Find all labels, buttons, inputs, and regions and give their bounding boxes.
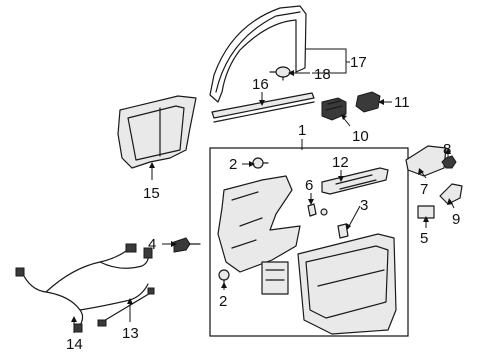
callout-18: 18	[314, 66, 331, 83]
callout-2-upper: 2	[229, 156, 237, 173]
callout-7: 7	[420, 181, 428, 198]
mirror-switch	[355, 91, 381, 113]
callout-5: 5	[420, 230, 428, 247]
push-pin-upper	[252, 157, 269, 169]
bolt	[441, 155, 457, 169]
belt-molding	[211, 92, 315, 123]
door-cable	[97, 287, 155, 327]
callout-15: 15	[143, 185, 160, 202]
callout-13: 13	[122, 325, 139, 342]
callout-1: 1	[298, 122, 306, 139]
switch-bezel	[321, 167, 389, 195]
pull-handle	[405, 145, 447, 177]
callout-17: 17	[350, 54, 367, 71]
callout-10: 10	[352, 128, 369, 145]
frame-clip	[269, 66, 291, 81]
door-inner-carrier	[217, 175, 301, 273]
callout-12: 12	[332, 154, 349, 171]
callout-2-lower: 2	[219, 293, 227, 310]
push-pin-lower	[218, 269, 230, 286]
callout-16: 16	[252, 76, 269, 93]
callout-3: 3	[360, 197, 368, 214]
arrowheads	[71, 70, 453, 322]
water-deflector	[117, 95, 197, 169]
trim-clip	[337, 223, 349, 239]
door-trim-assembly-frame	[209, 147, 409, 337]
retainer-clip	[307, 203, 328, 217]
door-switch	[321, 97, 347, 121]
callout-8: 8	[443, 141, 451, 158]
callout-labels: 17 18 16 11 10 1 12 2 6 3 2 4 7 8 9 5 15…	[66, 54, 460, 353]
callout-11: 11	[394, 94, 410, 111]
door-frame-weatherstrip	[209, 5, 307, 103]
stud-bolt	[173, 237, 201, 253]
door-trim-panel	[297, 233, 397, 335]
callout-6: 6	[305, 177, 313, 194]
callout-14: 14	[66, 336, 83, 353]
door-module	[261, 261, 289, 295]
callout-9: 9	[452, 211, 460, 228]
callout-4: 4	[148, 236, 156, 253]
wiring-harness	[15, 243, 153, 333]
cap-cover	[439, 183, 463, 205]
